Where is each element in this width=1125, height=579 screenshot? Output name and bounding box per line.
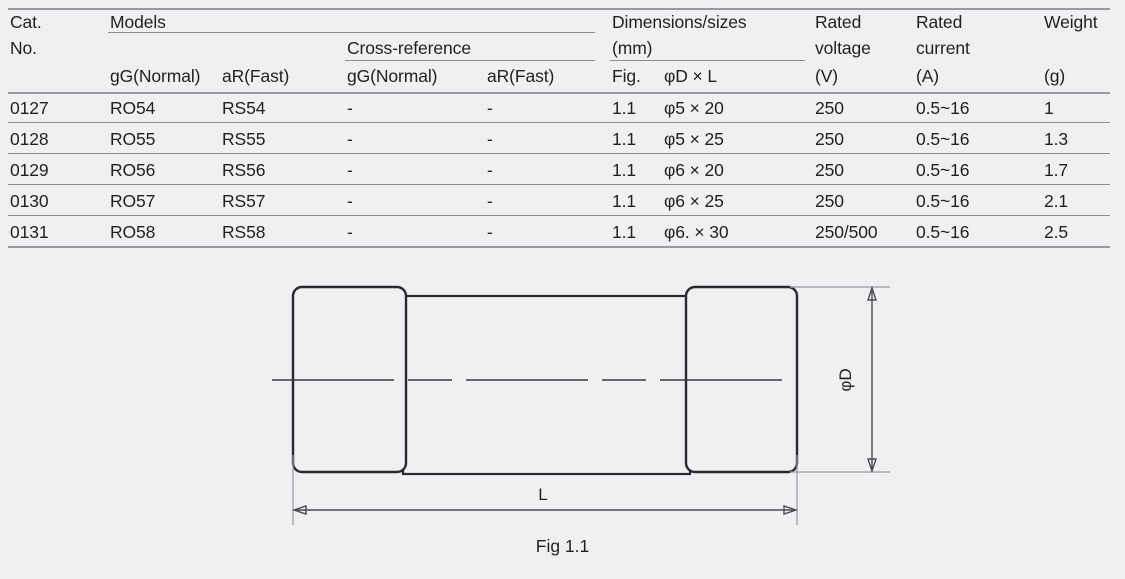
- cell-models-gg: RO56: [110, 160, 156, 180]
- fuse-dimension-drawing: φD L Fig 1.1: [0, 250, 1125, 579]
- cell-size: φ5 × 25: [664, 129, 724, 149]
- cell-rated-current: 0.5~16: [916, 160, 970, 180]
- subheader-fig: Fig.: [612, 66, 641, 86]
- row-separator-1: [8, 122, 1110, 123]
- dimensions-group-rule: [610, 60, 805, 61]
- diameter-label: φD: [836, 368, 855, 391]
- cell-fig: 1.1: [612, 191, 637, 211]
- fuse-drawing-svg: φD L: [272, 285, 890, 525]
- header-cross-reference: Cross-reference: [347, 38, 471, 58]
- table-top-rule: [8, 8, 1110, 10]
- cell-xref-ar: -: [487, 129, 493, 149]
- cell-cat-no: 0127: [10, 98, 49, 118]
- length-arrow-left: [291, 505, 307, 515]
- header-rated-current-line1: Rated: [916, 12, 963, 32]
- cell-fig: 1.1: [612, 129, 637, 149]
- cell-rated-current: 0.5~16: [916, 222, 970, 242]
- header-rated-voltage-line1: Rated: [815, 12, 862, 32]
- cell-xref-ar: -: [487, 191, 493, 211]
- length-label: L: [538, 485, 547, 504]
- cross-reference-group-rule: [345, 60, 595, 61]
- cell-fig: 1.1: [612, 98, 637, 118]
- cell-cat-no: 0128: [10, 129, 49, 149]
- subheader-voltage-unit: (V): [815, 66, 839, 86]
- cell-models-ar: RS56: [222, 160, 266, 180]
- diameter-arrow-top: [867, 285, 877, 301]
- cell-models-ar: RS55: [222, 129, 266, 149]
- cell-rated-voltage: 250: [815, 160, 844, 180]
- cell-rated-voltage: 250/500: [815, 222, 878, 242]
- subheader-xref-ar: aR(Fast): [487, 66, 555, 86]
- cell-xref-gg: -: [347, 191, 353, 211]
- subheader-weight-unit: (g): [1044, 66, 1066, 86]
- cell-weight: 2.1: [1044, 191, 1069, 211]
- header-weight: Weight: [1044, 12, 1098, 32]
- header-models: Models: [110, 12, 166, 32]
- row-separator-2: [8, 153, 1110, 154]
- cell-rated-voltage: 250: [815, 129, 844, 149]
- cell-rated-current: 0.5~16: [916, 129, 970, 149]
- cell-fig: 1.1: [612, 222, 637, 242]
- cell-models-gg: RO58: [110, 222, 156, 242]
- header-cat-no-line2: No.: [10, 38, 37, 58]
- cell-cat-no: 0131: [10, 222, 49, 242]
- cell-xref-ar: -: [487, 160, 493, 180]
- cell-rated-current: 0.5~16: [916, 191, 970, 211]
- header-bottom-rule: [8, 92, 1110, 94]
- cell-models-gg: RO57: [110, 191, 156, 211]
- cell-xref-gg: -: [347, 222, 353, 242]
- table-bottom-rule: [8, 246, 1110, 248]
- subheader-models-gg: gG(Normal): [110, 66, 201, 86]
- cell-rated-voltage: 250: [815, 98, 844, 118]
- cell-size: φ6. × 30: [664, 222, 729, 242]
- cell-weight: 1.3: [1044, 129, 1069, 149]
- cell-models-ar: RS54: [222, 98, 266, 118]
- cell-size: φ6 × 20: [664, 160, 724, 180]
- length-arrow-right: [783, 505, 799, 515]
- subheader-current-unit: (A): [916, 66, 940, 86]
- header-dimensions-line2: (mm): [612, 38, 653, 58]
- models-group-rule: [108, 32, 595, 33]
- cell-weight: 2.5: [1044, 222, 1069, 242]
- cell-rated-current: 0.5~16: [916, 98, 970, 118]
- subheader-xref-gg: gG(Normal): [347, 66, 438, 86]
- cell-xref-ar: -: [487, 222, 493, 242]
- subheader-size: φD × L: [664, 66, 718, 86]
- cell-cat-no: 0130: [10, 191, 49, 211]
- header-cat-no-line1: Cat.: [10, 12, 42, 32]
- subheader-models-ar: aR(Fast): [222, 66, 290, 86]
- cell-xref-ar: -: [487, 98, 493, 118]
- cell-weight: 1.7: [1044, 160, 1069, 180]
- cell-fig: 1.1: [612, 160, 637, 180]
- cell-cat-no: 0129: [10, 160, 49, 180]
- fuse-body-outline: [401, 294, 692, 476]
- specification-table: Cat. No. Models Cross-reference Dimensio…: [0, 0, 1125, 250]
- diameter-arrow-bottom: [867, 458, 877, 474]
- cell-models-ar: RS58: [222, 222, 266, 242]
- cell-size: φ5 × 20: [664, 98, 724, 118]
- cell-rated-voltage: 250: [815, 191, 844, 211]
- header-dimensions-line1: Dimensions/sizes: [612, 12, 747, 32]
- cell-xref-gg: -: [347, 129, 353, 149]
- cell-models-gg: RO54: [110, 98, 156, 118]
- cell-models-gg: RO55: [110, 129, 156, 149]
- cell-xref-gg: -: [347, 160, 353, 180]
- header-rated-current-line2: current: [916, 38, 970, 58]
- cell-size: φ6 × 25: [664, 191, 724, 211]
- row-separator-3: [8, 184, 1110, 185]
- cell-xref-gg: -: [347, 98, 353, 118]
- figure-caption: Fig 1.1: [535, 536, 590, 556]
- header-rated-voltage-line2: voltage: [815, 38, 871, 58]
- cell-weight: 1: [1044, 98, 1054, 118]
- cell-models-ar: RS57: [222, 191, 266, 211]
- row-separator-4: [8, 215, 1110, 216]
